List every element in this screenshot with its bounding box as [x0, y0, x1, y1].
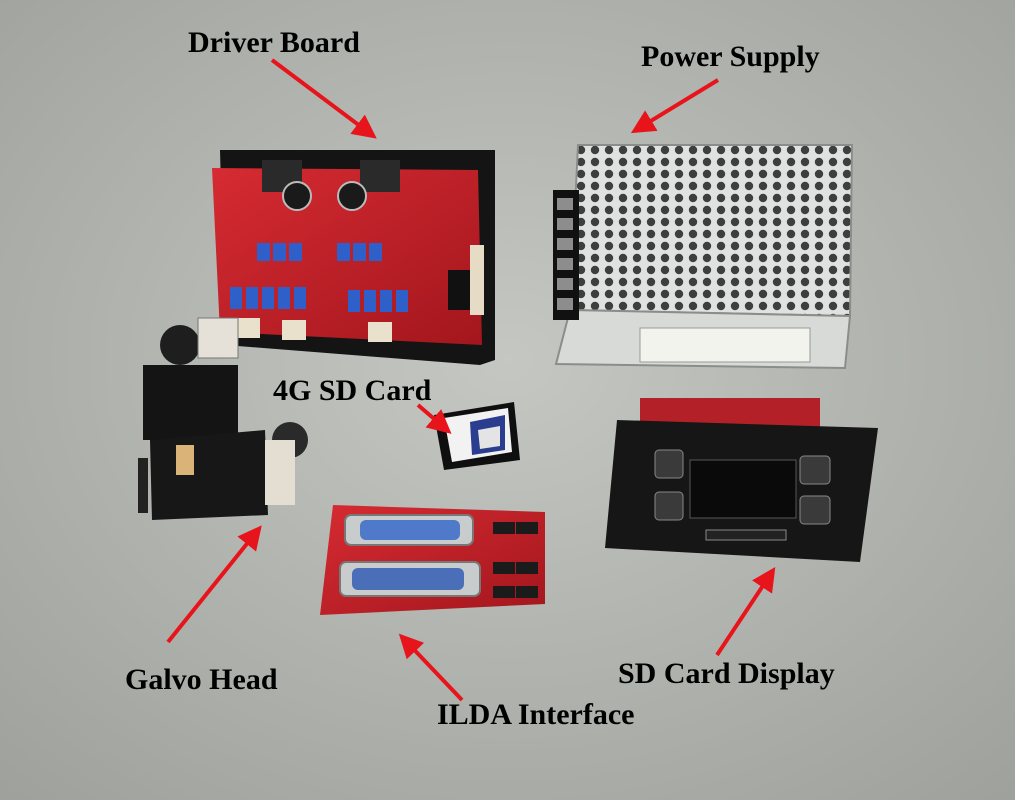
label-ilda-interface: ILDA Interface [437, 698, 635, 731]
label-driver-board: Driver Board [188, 26, 360, 59]
power-supply-image [553, 144, 854, 370]
sd-card-image [434, 402, 520, 470]
galvo-head-image [138, 317, 308, 520]
sd-card-display-image [605, 398, 878, 562]
label-sd-card: 4G SD Card [273, 374, 432, 407]
ilda-interface-image [320, 505, 545, 615]
label-power-supply: Power Supply [641, 40, 820, 73]
label-galvo-head: Galvo Head [125, 663, 278, 696]
label-sd-card-display: SD Card Display [618, 657, 835, 690]
driver-board-image [212, 150, 495, 365]
